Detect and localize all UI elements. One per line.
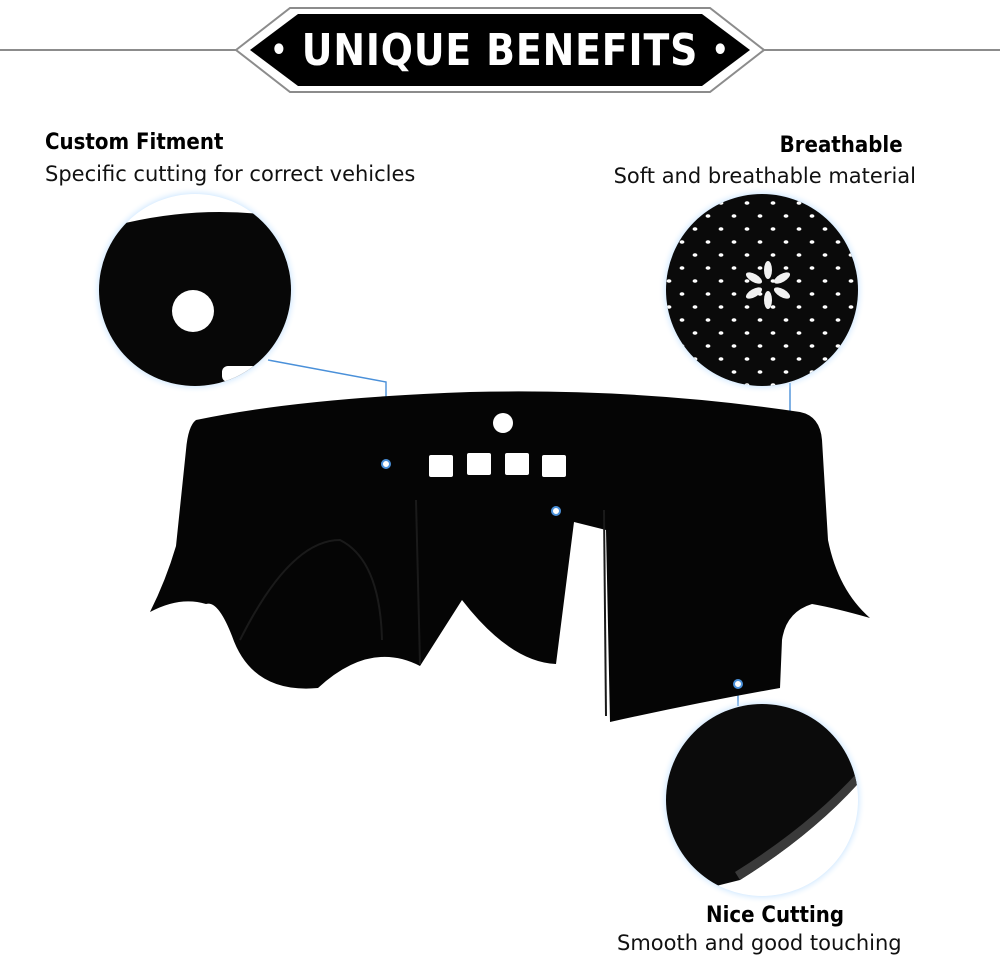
feature-title-breathable: Breathable [780, 133, 903, 158]
feature-title-custom-fitment: Custom Fitment [45, 130, 224, 155]
banner-outline [234, 7, 766, 93]
zoom-mat-fabric [666, 704, 858, 896]
feature-desc-custom-fitment: Specific cutting for correct vehicles [45, 162, 416, 186]
callout-dot-nice [733, 679, 743, 689]
mat-seam-right [603, 509, 607, 717]
mat-vent-cutout [542, 455, 566, 477]
feature-desc-nice-cutting: Smooth and good touching [617, 931, 902, 955]
zoom-mat-edge [735, 764, 858, 880]
mat-vent-cutout [505, 453, 529, 475]
callout-dot-breath [551, 506, 561, 516]
mat-seam-cluster [239, 538, 383, 641]
zoom-circle-nice [658, 696, 866, 904]
callout-dot-custom [381, 459, 391, 469]
mat-sensor-hole [493, 413, 513, 433]
banner-bullet-left: • [270, 32, 288, 68]
mat-shape [150, 391, 870, 722]
dashboard-mat [150, 391, 870, 722]
banner-title-text: UNIQUE BENEFITS [301, 24, 699, 76]
callout-dots [381, 459, 743, 689]
zoom-circle-breathable [658, 186, 866, 394]
mat-vent-cutout [429, 455, 453, 477]
mat-vent-cutout [467, 453, 491, 475]
banner-plate [250, 14, 750, 86]
banner-title: • UNIQUE BENEFITS • [70, 20, 930, 80]
feature-title-nice-cutting: Nice Cutting [706, 903, 845, 928]
banner-bullet-right: • [712, 32, 730, 68]
zoom-sensor-hole [172, 290, 214, 332]
banner [0, 7, 1000, 93]
feature-desc-breathable: Soft and breathable material [613, 164, 916, 188]
zoom-circle-custom [91, 186, 299, 394]
zoom-flower-pattern [745, 261, 791, 309]
mat-seam-left [415, 499, 421, 665]
